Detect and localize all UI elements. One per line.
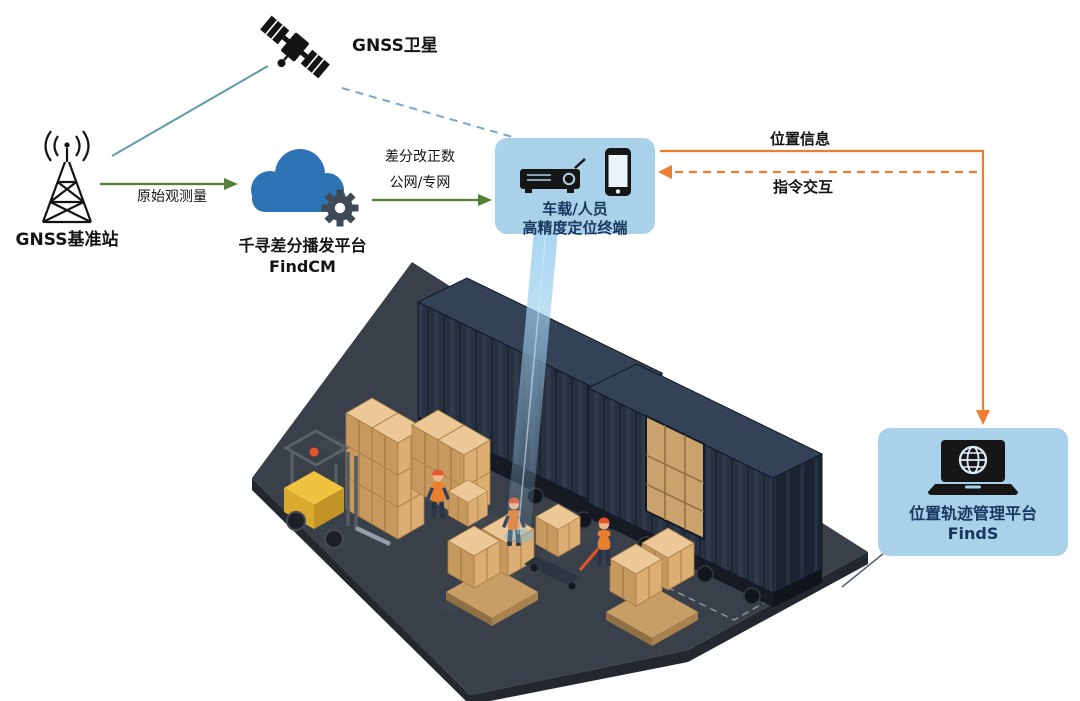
terminal-card: 车载/人员 高精度定位终端 (495, 138, 655, 237)
satellite-to-base-link (111, 65, 269, 157)
platform-subtitle: FindS (947, 524, 999, 543)
laptop-globe-icon (928, 440, 1018, 495)
pallet-jack (524, 503, 600, 590)
cloud-icon (251, 149, 359, 227)
platform-title: 位置轨迹管理平台 (908, 504, 1037, 523)
gear-icon (321, 189, 359, 227)
cloud-platform-title: 千寻差分播发平台 (238, 236, 367, 255)
position-info-flow (660, 149, 990, 425)
cloud-platform-subtitle: FindCM (269, 257, 336, 276)
satellite-icon (260, 15, 330, 79)
command-interaction-label: 指令交互 (772, 178, 833, 196)
warehouse-scene (252, 262, 868, 701)
positioning-beam (504, 230, 558, 543)
base-station-label: GNSS基准站 (15, 230, 119, 250)
satellite-label: GNSS卫星 (352, 36, 438, 56)
correction-label-line1: 差分改正数 (385, 149, 455, 165)
forklift-icon (282, 429, 391, 549)
platform-callout-tail (841, 552, 885, 588)
raw-observation-label: 原始观测量 (137, 189, 207, 205)
smartphone-icon (605, 148, 631, 196)
satellite-to-terminal-dashed-link (341, 87, 517, 139)
raw-observation-arrow (100, 178, 238, 190)
receiver-icon (520, 158, 586, 193)
correction-arrow (372, 194, 492, 206)
container-open-doors (645, 414, 705, 541)
correction-label-line2: 公网/专网 (389, 175, 451, 191)
terminal-title: 车载/人员 (542, 200, 608, 218)
base-station-icon (41, 130, 93, 224)
command-interaction-flow (658, 165, 977, 179)
terminal-subtitle: 高精度定位终端 (522, 218, 628, 237)
position-info-label: 位置信息 (769, 130, 830, 148)
platform-card: 位置轨迹管理平台 FindS (878, 428, 1068, 556)
